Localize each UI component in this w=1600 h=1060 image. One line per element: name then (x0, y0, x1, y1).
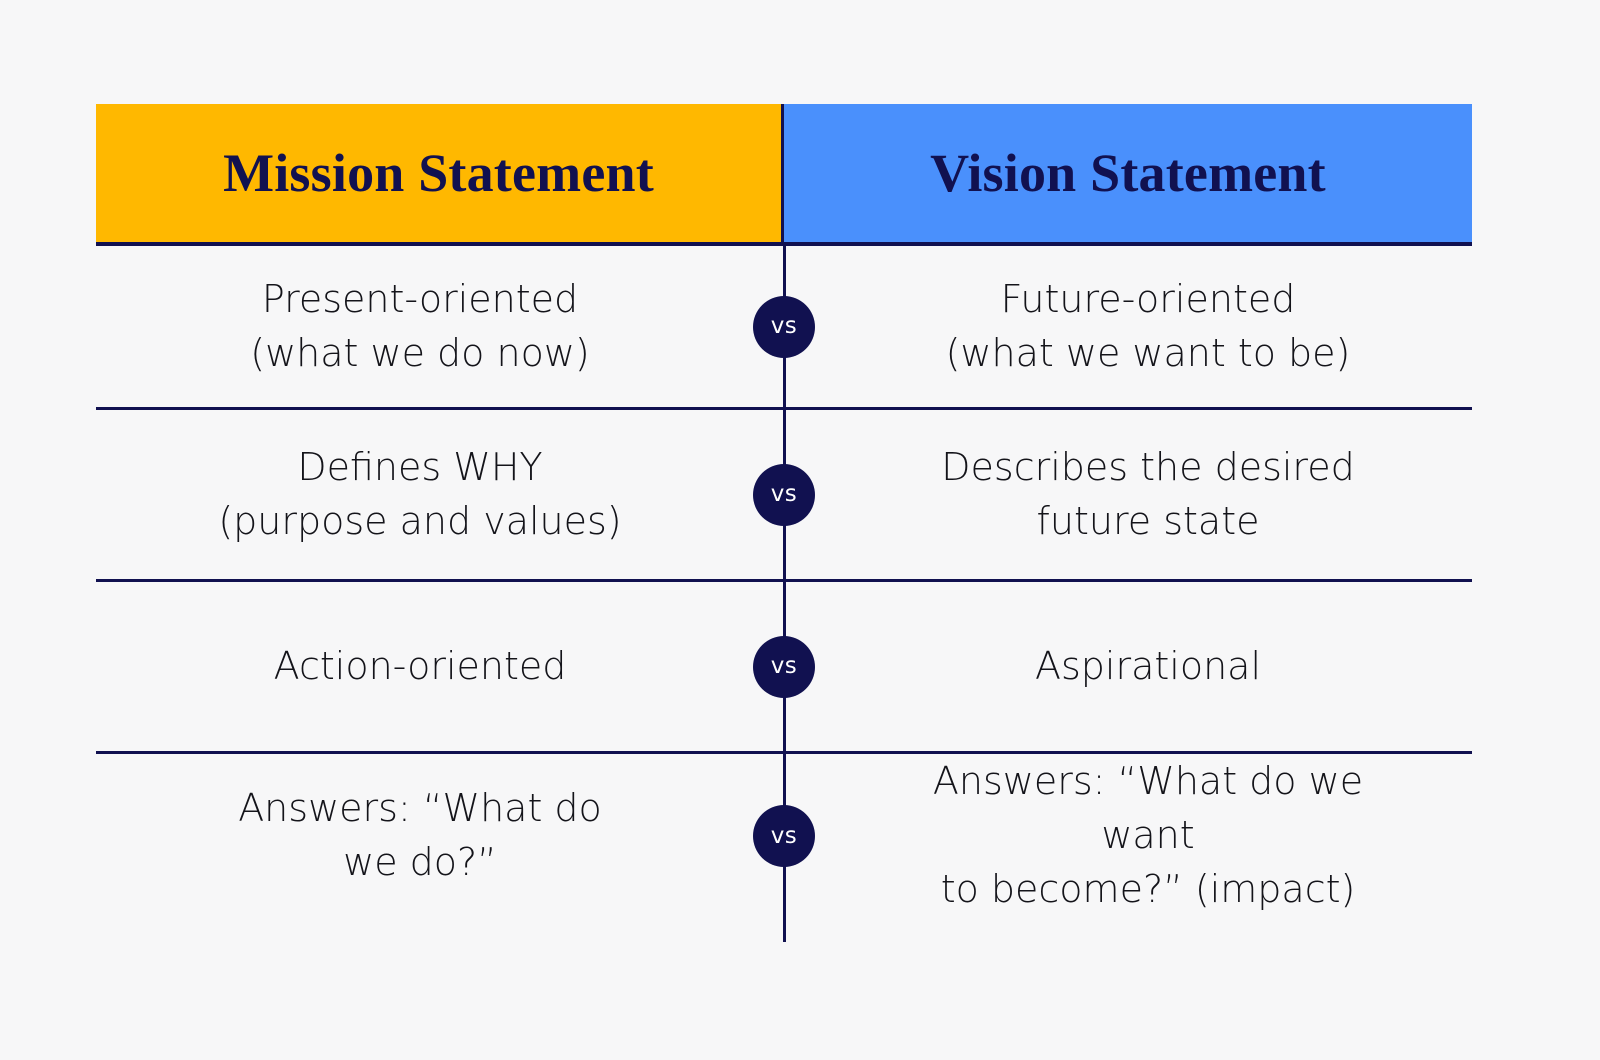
mission-cell-text: Answers: “What do we do?” (238, 786, 602, 884)
mission-cell: Present-oriented (what we do now) (96, 273, 784, 381)
vision-cell-text: Describes the desired future state (941, 444, 1355, 543)
table-row: Answers: “What do we do?” Answers: “What… (96, 754, 1472, 918)
vision-cell: Answers: “What do we want to become?” (i… (784, 755, 1472, 917)
mission-cell: Action-oriented (96, 640, 784, 694)
mission-cell-text: Present-oriented (what we do now) (250, 276, 590, 375)
vs-badge: vs (753, 295, 815, 358)
vision-cell-text: Answers: “What do we want to become?” (i… (932, 759, 1364, 911)
vs-badge: vs (753, 805, 815, 867)
comparison-table: Mission Statement Vision Statement Prese… (96, 104, 1472, 942)
vs-badge: vs (753, 463, 815, 526)
vs-badge-label: vs (770, 313, 798, 339)
vision-header-cell: Vision Statement (784, 104, 1472, 242)
vision-cell-text: Future-oriented (what we want to be) (945, 276, 1351, 375)
vision-header-title: Vision Statement (930, 143, 1326, 203)
mission-cell: Answers: “What do we do?” (96, 782, 784, 890)
vs-badge-label: vs (770, 481, 798, 507)
vision-cell-text: Aspirational (1034, 643, 1261, 688)
mission-cell-text: Defines WHY (purpose and values) (218, 444, 622, 543)
vision-cell: Describes the desired future state (784, 441, 1472, 549)
mission-header-title: Mission Statement (223, 143, 654, 203)
mission-cell: Defines WHY (purpose and values) (96, 441, 784, 549)
table-row: Defines WHY (purpose and values) Describ… (96, 410, 1472, 582)
mission-header-cell: Mission Statement (96, 104, 784, 242)
vs-badge: vs (753, 635, 815, 698)
vision-cell: Future-oriented (what we want to be) (784, 273, 1472, 381)
table-row: Present-oriented (what we do now) Future… (96, 246, 1472, 410)
mission-cell-text: Action-oriented (273, 643, 567, 688)
center-divider-line (782, 246, 786, 942)
vs-badge-label: vs (770, 653, 798, 679)
comparison-rows: Present-oriented (what we do now) Future… (96, 246, 1472, 942)
vs-badge-label: vs (770, 822, 798, 849)
table-header-row: Mission Statement Vision Statement (96, 104, 1472, 246)
vision-cell: Aspirational (784, 640, 1472, 694)
